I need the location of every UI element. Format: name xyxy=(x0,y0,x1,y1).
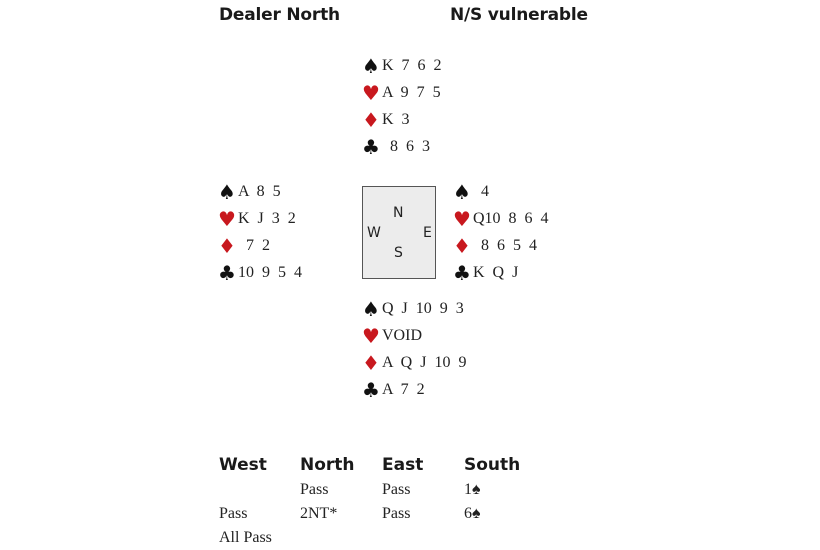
heart-icon: ♥ xyxy=(453,206,471,231)
west-clubs: 10 9 5 4 xyxy=(238,263,302,281)
south-diamonds-row: ♦A Q J 10 9 xyxy=(362,349,466,376)
compass-west: W xyxy=(367,225,381,241)
east-diamonds-row: ♦ 8 6 5 4 xyxy=(453,232,549,259)
south-spades-row: ♠Q J 10 9 3 xyxy=(362,295,466,322)
club-icon: ♣ xyxy=(362,377,380,402)
east-hearts: Q10 8 6 4 xyxy=(473,209,549,227)
club-icon: ♣ xyxy=(453,260,471,285)
compass-north: N xyxy=(393,205,404,221)
north-hand: ♠K 7 6 2 ♥A 9 7 5 ♦K 3 ♣ 8 6 3 xyxy=(362,52,442,160)
north-hearts-row: ♥A 9 7 5 xyxy=(362,79,442,106)
south-clubs-row: ♣A 7 2 xyxy=(362,376,466,403)
south-spades: Q J 10 9 3 xyxy=(382,299,464,317)
diamond-icon: ♦ xyxy=(362,350,380,375)
north-clubs: 8 6 3 xyxy=(382,137,430,155)
west-diamonds-row: ♦ 7 2 xyxy=(218,232,302,259)
bidding-header-north: North xyxy=(300,455,355,475)
west-spades: A 8 5 xyxy=(238,182,281,200)
north-spades: K 7 6 2 xyxy=(382,56,442,74)
bidding-header-south: South xyxy=(464,455,521,475)
dealer-label: Dealer North xyxy=(219,5,340,25)
vulnerability-label: N/S vulnerable xyxy=(450,5,588,25)
bid: Pass xyxy=(382,481,411,498)
spade-icon: ♠ xyxy=(453,179,471,204)
east-hand: ♠ 4 ♥Q10 8 6 4 ♦ 8 6 5 4 ♣K Q J xyxy=(453,178,549,286)
compass-south: S xyxy=(394,245,403,261)
bid: All Pass xyxy=(219,529,272,546)
west-hand: ♠A 8 5 ♥K J 3 2 ♦ 7 2 ♣10 9 5 4 xyxy=(218,178,302,286)
spade-icon: ♠ xyxy=(362,296,380,321)
compass-east: E xyxy=(423,225,432,241)
club-icon: ♣ xyxy=(362,134,380,159)
west-spades-row: ♠A 8 5 xyxy=(218,178,302,205)
bid: 6♠ xyxy=(464,505,481,522)
diamond-icon: ♦ xyxy=(362,107,380,132)
bidding-header-west: West xyxy=(219,455,267,475)
spade-icon: ♠ xyxy=(218,179,236,204)
east-diamonds: 8 6 5 4 xyxy=(473,236,537,254)
south-clubs: A 7 2 xyxy=(382,380,425,398)
east-clubs-row: ♣K Q J xyxy=(453,259,549,286)
bid: Pass xyxy=(300,481,329,498)
north-hearts: A 9 7 5 xyxy=(382,83,441,101)
bid: 1♠ xyxy=(464,481,481,498)
west-clubs-row: ♣10 9 5 4 xyxy=(218,259,302,286)
bidding-header-east: East xyxy=(382,455,424,475)
east-spades: 4 xyxy=(473,182,489,200)
east-clubs: K Q J xyxy=(473,263,519,281)
diamond-icon: ♦ xyxy=(218,233,236,258)
west-diamonds: 7 2 xyxy=(238,236,270,254)
north-diamonds-row: ♦K 3 xyxy=(362,106,442,133)
diamond-icon: ♦ xyxy=(453,233,471,258)
west-hearts: K J 3 2 xyxy=(238,209,296,227)
north-diamonds: K 3 xyxy=(382,110,410,128)
bid: Pass xyxy=(382,505,411,522)
east-spades-row: ♠ 4 xyxy=(453,178,549,205)
west-hearts-row: ♥K J 3 2 xyxy=(218,205,302,232)
south-hand: ♠Q J 10 9 3 ♥VOID ♦A Q J 10 9 ♣A 7 2 xyxy=(362,295,466,403)
bid: Pass xyxy=(219,505,248,522)
heart-icon: ♥ xyxy=(362,323,380,348)
bid: 2NT* xyxy=(300,505,338,522)
north-clubs-row: ♣ 8 6 3 xyxy=(362,133,442,160)
heart-icon: ♥ xyxy=(218,206,236,231)
south-diamonds: A Q J 10 9 xyxy=(382,353,467,371)
south-hearts-row: ♥VOID xyxy=(362,322,466,349)
spade-icon: ♠ xyxy=(362,53,380,78)
east-hearts-row: ♥Q10 8 6 4 xyxy=(453,205,549,232)
north-spades-row: ♠K 7 6 2 xyxy=(362,52,442,79)
compass-table: N W E S xyxy=(362,186,436,279)
heart-icon: ♥ xyxy=(362,80,380,105)
south-hearts: VOID xyxy=(382,326,422,344)
club-icon: ♣ xyxy=(218,260,236,285)
